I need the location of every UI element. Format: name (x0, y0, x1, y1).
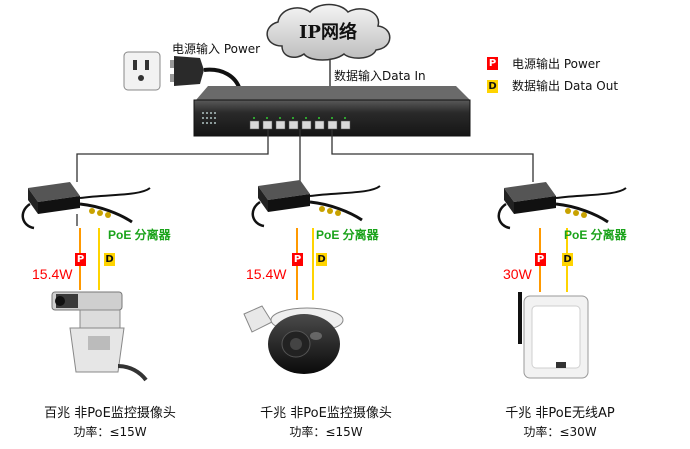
p-marker-1: P (75, 253, 86, 266)
legend-p-marker: P (487, 57, 498, 70)
wireless-ap-icon (518, 292, 589, 379)
splitter-label-1: PoE 分离器 (108, 228, 171, 242)
device-power-3: 功率：≤30W (523, 425, 597, 439)
legend-p-text: 电源输出 Power (512, 57, 601, 71)
p-marker-3: P (535, 253, 546, 266)
watt-label-3: 30W (503, 266, 532, 282)
device-name-3: 千兆 非PoE无线AP (505, 406, 615, 421)
ptz-camera-icon (51, 291, 148, 382)
poe-switch-icon (193, 86, 471, 137)
splitter-label-2: PoE 分离器 (316, 228, 379, 242)
device-power-2: 功率：≤15W (289, 425, 363, 439)
splitter-label-3: PoE 分离器 (564, 228, 627, 242)
poe-splitter-icon-3 (497, 182, 627, 230)
switch-cables (76, 129, 534, 182)
device-power-1: 功率：≤15W (73, 425, 147, 439)
device-name-2: 千兆 非PoE监控摄像头 (260, 406, 392, 421)
cloud-label: IP网络 (299, 22, 357, 43)
data-input-label: 数据输入Data In (334, 69, 426, 83)
wall-socket-icon (123, 51, 161, 91)
legend-d-marker: D (487, 80, 498, 93)
power-input-label: 电源输入 Power (172, 42, 261, 56)
power-plug-icon (170, 56, 242, 91)
p-marker-2: P (292, 253, 303, 266)
d-marker-1: D (104, 253, 115, 266)
legend-d-text: 数据输出 Data Out (512, 79, 619, 93)
watt-label-1: 15.4W (32, 266, 73, 282)
d-marker-2: D (316, 253, 327, 266)
d-marker-3: D (562, 253, 573, 266)
watt-label-2: 15.4W (246, 266, 287, 282)
ip-network-cloud (266, 3, 391, 61)
device-name-1: 百兆 非PoE监控摄像头 (44, 406, 176, 421)
dome-camera-icon (243, 305, 344, 374)
poe-splitter-icon-2 (251, 180, 381, 228)
poe-splitter-icon-1 (21, 182, 151, 230)
